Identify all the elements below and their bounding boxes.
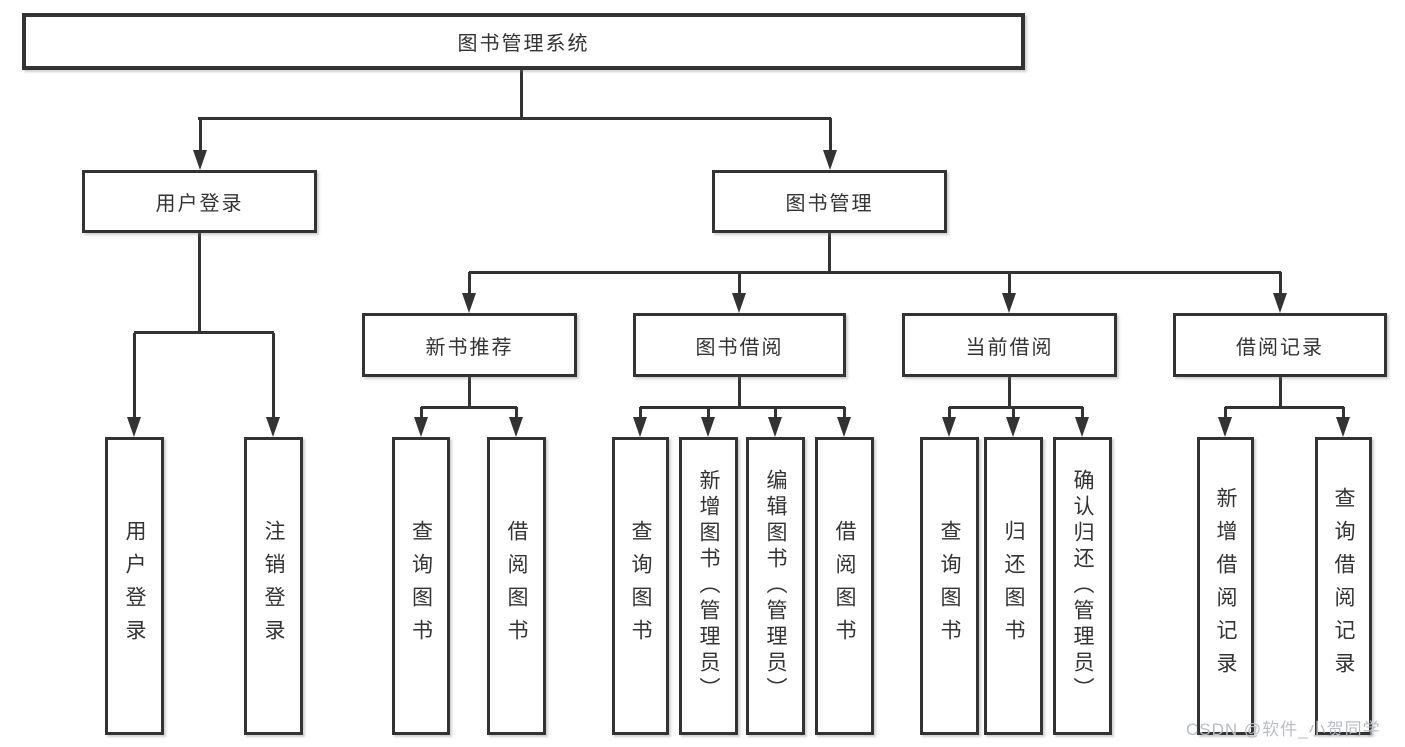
node-label: 当前借阅 — [965, 336, 1054, 359]
connector-line — [468, 272, 471, 297]
node-label: 归还图书 — [1002, 520, 1025, 652]
connector-line — [421, 406, 517, 409]
arrowhead-down — [732, 293, 746, 313]
connector-line — [134, 331, 274, 334]
arrowhead-down — [1336, 417, 1350, 437]
node-label: 新增借阅记录 — [1214, 487, 1237, 685]
node-new-book-recommend: 新书推荐 — [362, 313, 577, 377]
leaf-query-books-current: 查询图书 — [920, 437, 979, 735]
arrowhead-down — [414, 417, 428, 437]
connector-line — [949, 406, 1083, 409]
arrowhead-down — [127, 417, 141, 437]
connector-line — [420, 407, 423, 421]
node-label: 新增图书（管理员） — [697, 469, 720, 703]
leaf-borrow-books: 借阅图书 — [815, 437, 874, 735]
arrowhead-down — [942, 417, 956, 437]
leaf-add-borrow-record: 新增借阅记录 — [1197, 437, 1254, 735]
node-user-login: 用户登录 — [82, 170, 317, 233]
connector-line — [133, 333, 136, 421]
leaf-edit-books-admin: 编辑图书（管理员） — [746, 437, 805, 735]
leaf-return-books: 归还图书 — [984, 437, 1043, 735]
node-label: 借阅记录 — [1236, 336, 1324, 359]
connector-line — [198, 117, 831, 120]
connector-line — [469, 271, 1281, 274]
node-label: 查询图书 — [938, 520, 961, 652]
connector-line — [738, 272, 741, 297]
node-root-library-system: 图书管理系统 — [22, 13, 1025, 70]
connector-line — [1279, 272, 1282, 297]
leaf-query-books-recommend: 查询图书 — [392, 437, 450, 735]
connector-line — [1081, 407, 1084, 421]
arrowhead-down — [1273, 293, 1287, 313]
connector-line — [520, 70, 523, 118]
connector-line — [640, 406, 845, 409]
node-label: 新书推荐 — [425, 336, 514, 359]
node-label: 查询借阅记录 — [1332, 487, 1355, 685]
connector-line — [948, 407, 951, 421]
connector-line — [774, 407, 777, 421]
connector-line — [639, 407, 642, 421]
arrowhead-down — [1002, 293, 1016, 313]
arrowhead-down — [633, 417, 647, 437]
node-borrow-records: 借阅记录 — [1173, 313, 1387, 377]
leaf-confirm-return-admin: 确认归还（管理员） — [1053, 437, 1112, 735]
connector-line — [198, 233, 201, 333]
arrowhead-down — [1075, 417, 1089, 437]
leaf-query-books-borrow: 查询图书 — [612, 437, 669, 735]
arrowhead-down — [823, 150, 837, 170]
node-label: 图书管理系统 — [457, 33, 590, 55]
connector-line — [1008, 272, 1011, 297]
csdn-watermark: CSDN @软件_小贺同学 — [1186, 720, 1381, 739]
arrowhead-down — [509, 417, 523, 437]
node-current-borrow: 当前借阅 — [902, 313, 1117, 377]
arrowhead-down — [1006, 417, 1020, 437]
arrowhead-down — [837, 417, 851, 437]
node-book-borrow: 图书借阅 — [633, 313, 846, 377]
connector-line — [1012, 407, 1015, 421]
node-label: 借阅图书 — [833, 520, 856, 652]
node-label: 注销登录 — [262, 520, 285, 652]
connector-line — [738, 377, 741, 407]
connector-line — [272, 333, 275, 421]
node-label: 图书管理 — [785, 193, 874, 215]
leaf-add-books-admin: 新增图书（管理员） — [679, 437, 738, 735]
node-label: 用户登录 — [155, 193, 244, 215]
connector-line — [829, 118, 832, 152]
connector-line — [1224, 407, 1227, 421]
node-label: 编辑图书（管理员） — [764, 469, 787, 703]
connector-line — [468, 377, 471, 407]
connector-line — [828, 233, 831, 273]
arrowhead-down — [1218, 417, 1232, 437]
leaf-query-borrow-record: 查询借阅记录 — [1315, 437, 1372, 735]
arrowhead-down — [768, 417, 782, 437]
arrowhead-down — [462, 293, 476, 313]
connector-line — [1279, 377, 1282, 407]
node-label: 图书借阅 — [695, 336, 784, 359]
node-label: 确认归还（管理员） — [1071, 469, 1094, 703]
node-book-management: 图书管理 — [712, 170, 947, 233]
node-label: 借阅图书 — [505, 520, 528, 652]
arrowhead-down — [701, 417, 715, 437]
leaf-logout: 注销登录 — [244, 437, 303, 735]
node-label: 查询图书 — [629, 520, 652, 652]
node-label: 用户登录 — [123, 520, 146, 652]
connector-line — [515, 407, 518, 421]
connector-line — [707, 407, 710, 421]
connector-line — [843, 407, 846, 421]
arrowhead-down — [193, 150, 207, 170]
connector-line — [199, 118, 202, 152]
connector-line — [1225, 406, 1344, 409]
leaf-borrow-books-recommend: 借阅图书 — [487, 437, 546, 735]
arrowhead-down — [266, 417, 280, 437]
leaf-user-login: 用户登录 — [105, 437, 164, 735]
connector-line — [1008, 377, 1011, 407]
connector-line — [1342, 407, 1345, 421]
node-label: 查询图书 — [409, 520, 433, 652]
